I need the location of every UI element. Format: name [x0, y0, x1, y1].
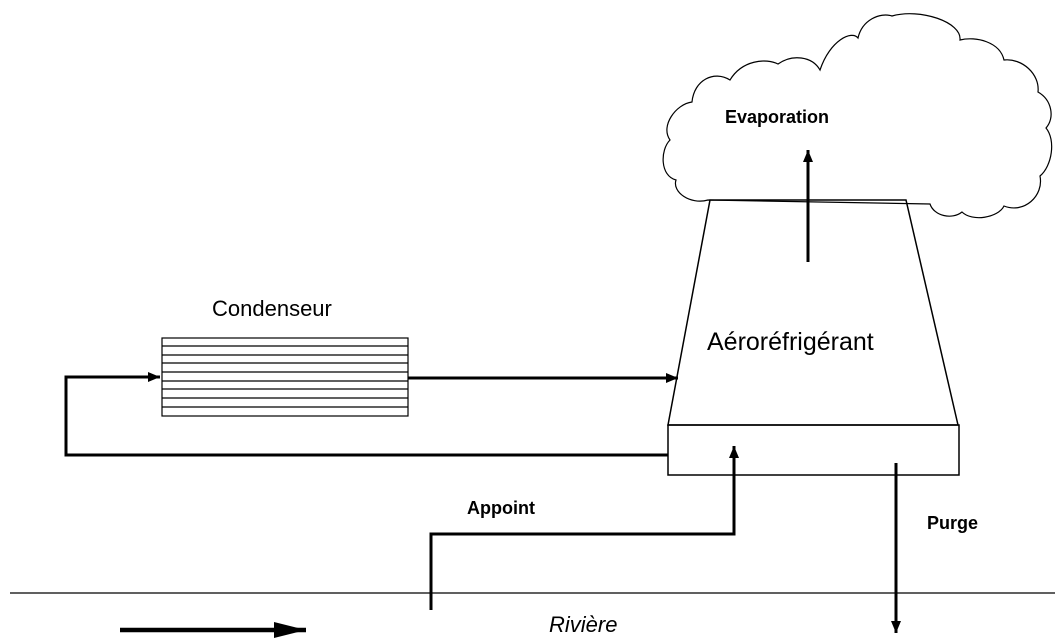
makeup-water-line [429, 446, 739, 610]
condenser-label: Condenseur [212, 296, 332, 321]
cooling-tower-basin [667, 424, 960, 476]
vapour-cloud [662, 13, 1053, 219]
river-label: Rivière [549, 612, 617, 637]
cooling-tower-body [667, 199, 959, 426]
condenser-tube-bundle [161, 337, 409, 417]
cooling-tower-label: Aéroréfrigérant [707, 328, 874, 356]
makeup-label: Appoint [467, 498, 535, 518]
cold-water-return-line [64, 372, 668, 457]
blowdown-label: Purge [927, 513, 978, 533]
evaporation-label: Evaporation [725, 107, 829, 127]
